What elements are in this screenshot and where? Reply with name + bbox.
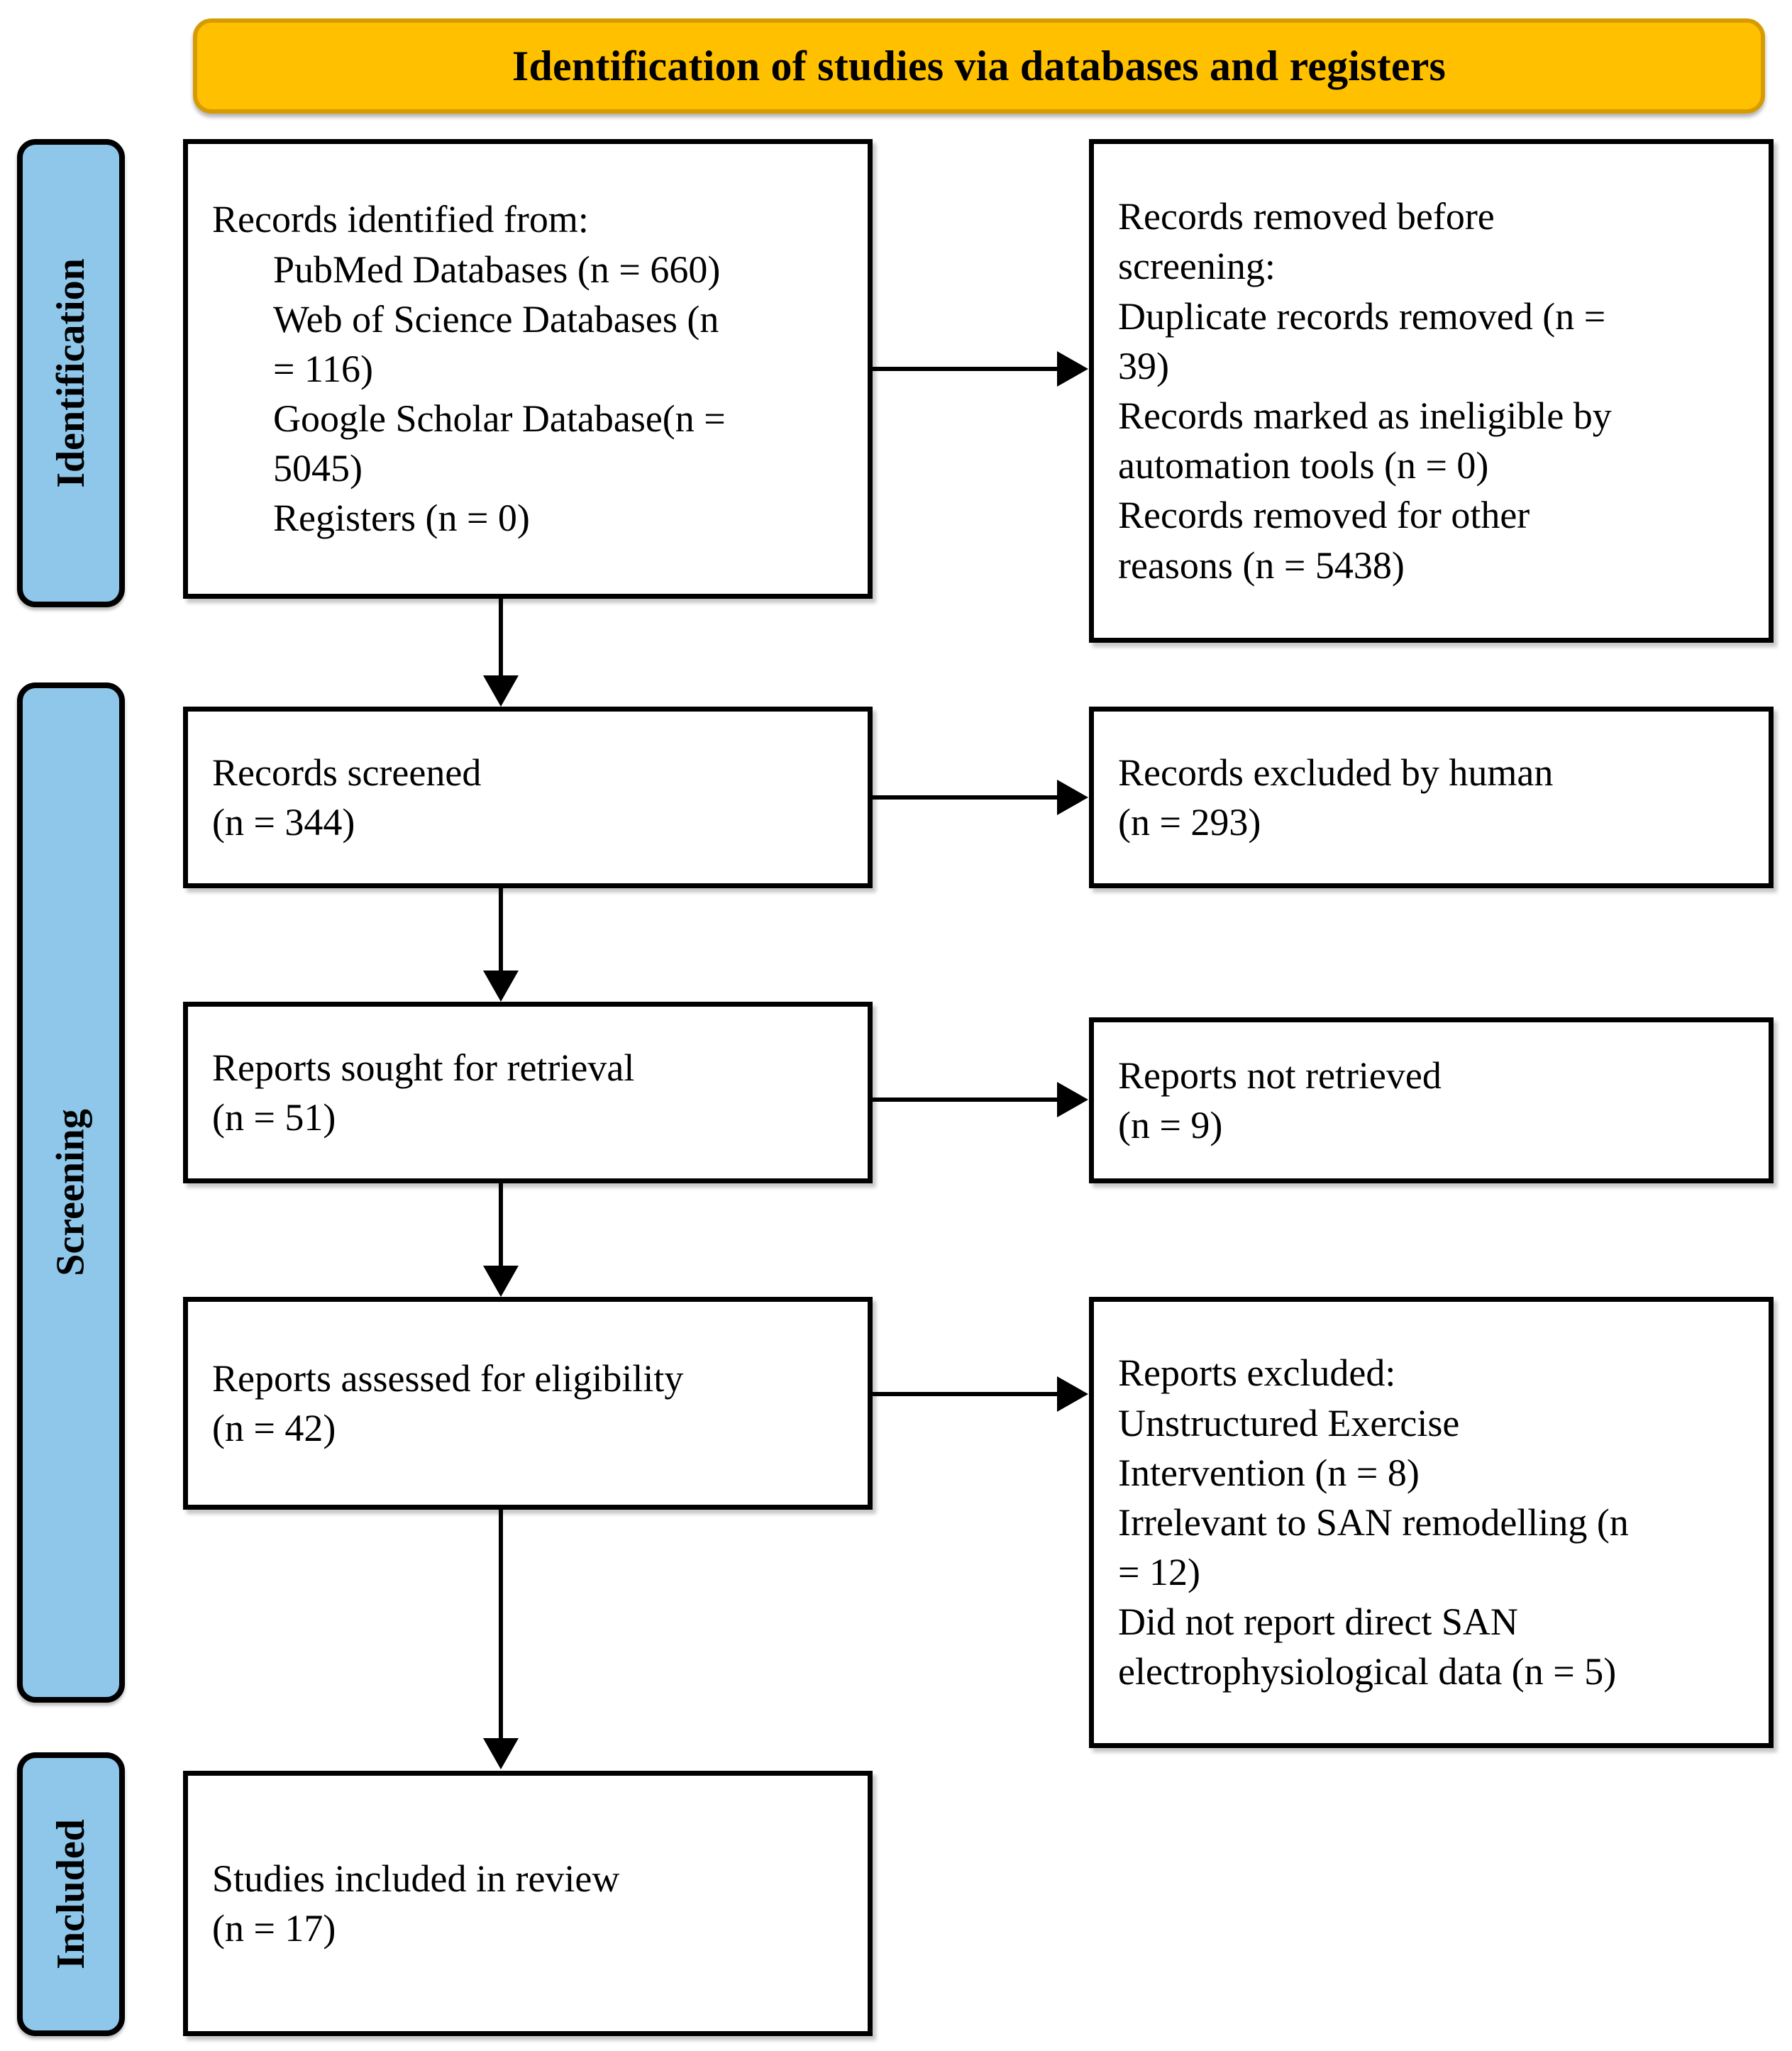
node-line: = 12) bbox=[1118, 1551, 1200, 1594]
node-line: Records removed before bbox=[1118, 195, 1495, 238]
node-records-excluded-by-human: Records excluded by human (n = 293) bbox=[1089, 707, 1774, 888]
node-reports-not-retrieved: Reports not retrieved (n = 9) bbox=[1089, 1017, 1774, 1183]
stage-label-identification: Identification bbox=[17, 139, 125, 607]
node-line: automation tools (n = 0) bbox=[1118, 444, 1489, 487]
arrowhead-screened-to-excluded bbox=[1057, 780, 1088, 815]
node-line: Did not report direct SAN bbox=[1118, 1601, 1518, 1644]
arrowhead-sought-to-not-retrieved bbox=[1057, 1082, 1088, 1117]
node-records-removed-before-screening: Records removed before screening: Duplic… bbox=[1089, 139, 1774, 643]
node-reports-assessed-for-eligibility: Reports assessed for eligibility (n = 42… bbox=[183, 1297, 873, 1510]
node-line: electrophysiological data (n = 5) bbox=[1118, 1650, 1617, 1693]
node-line: (n = 293) bbox=[1118, 801, 1261, 844]
node-line: (n = 9) bbox=[1118, 1104, 1223, 1146]
diagram-banner: Identification of studies via databases … bbox=[193, 18, 1765, 114]
node-line: Duplicate records removed (n = bbox=[1118, 294, 1606, 338]
node-line: (n = 17) bbox=[212, 1907, 336, 1950]
node-records-screened: Records screened (n = 344) bbox=[183, 707, 873, 888]
node-line: reasons (n = 5438) bbox=[1118, 543, 1405, 587]
connector-sought-to-not-retrieved bbox=[873, 1098, 1058, 1102]
connector-sought-to-assessed bbox=[499, 1183, 503, 1270]
connector-assessed-to-excluded bbox=[873, 1392, 1058, 1396]
arrowhead-assessed-to-included bbox=[483, 1738, 519, 1769]
banner-title: Identification of studies via databases … bbox=[511, 42, 1447, 89]
connector-identified-to-screened bbox=[499, 599, 503, 680]
connector-identified-to-removed bbox=[873, 367, 1058, 371]
node-records-identified: Records identified from: PubMed Database… bbox=[183, 139, 873, 599]
node-line: Reports not retrieved bbox=[1118, 1054, 1442, 1097]
node-line: Records removed for other bbox=[1118, 494, 1530, 537]
arrowhead-identified-to-screened bbox=[483, 675, 519, 707]
node-studies-included-in-review: Studies included in review (n = 17) bbox=[183, 1771, 873, 2036]
node-line: (n = 51) bbox=[212, 1096, 336, 1139]
node-line: Records marked as ineligible by bbox=[1118, 394, 1612, 437]
node-line: Studies included in review bbox=[212, 1857, 620, 1900]
node-line: Reports assessed for eligibility bbox=[212, 1356, 684, 1400]
node-line: 39) bbox=[1118, 344, 1169, 387]
node-line: PubMed Databases (n = 660) bbox=[273, 248, 721, 291]
node-line: Web of Science Databases (n bbox=[273, 297, 719, 341]
node-line: Reports sought for retrieval bbox=[212, 1046, 635, 1089]
node-line: Google Scholar Database(n = bbox=[273, 397, 726, 441]
stage-label-screening-text: Screening bbox=[49, 1109, 93, 1276]
node-line: Records identified from: bbox=[212, 198, 589, 241]
stage-label-identification-text: Identification bbox=[49, 258, 93, 488]
node-line: Unstructured Exercise bbox=[1118, 1401, 1460, 1444]
node-line: (n = 344) bbox=[212, 801, 355, 844]
node-line: Records screened bbox=[212, 751, 482, 794]
node-reports-sought-for-retrieval: Reports sought for retrieval (n = 51) bbox=[183, 1002, 873, 1183]
node-line: Records excluded by human bbox=[1118, 751, 1554, 794]
node-line: = 116) bbox=[273, 347, 373, 390]
node-line: Intervention (n = 8) bbox=[1118, 1451, 1420, 1494]
connector-screened-to-sought bbox=[499, 888, 503, 975]
node-line: 5045) bbox=[273, 447, 363, 490]
connector-assessed-to-included bbox=[499, 1510, 503, 1744]
node-line: Irrelevant to SAN remodelling (n bbox=[1118, 1500, 1629, 1544]
node-line: screening: bbox=[1118, 245, 1276, 288]
arrowhead-sought-to-assessed bbox=[483, 1266, 519, 1297]
arrowhead-identified-to-removed bbox=[1057, 351, 1088, 387]
arrowhead-screened-to-sought bbox=[483, 971, 519, 1002]
node-reports-excluded: Reports excluded: Unstructured Exercise … bbox=[1089, 1297, 1774, 1748]
node-line: (n = 42) bbox=[212, 1407, 336, 1449]
connector-screened-to-excluded bbox=[873, 795, 1058, 800]
arrowhead-assessed-to-excluded bbox=[1057, 1376, 1088, 1412]
stage-label-included: Included bbox=[17, 1752, 125, 2036]
node-line: Registers (n = 0) bbox=[273, 497, 530, 540]
node-line: Reports excluded: bbox=[1118, 1351, 1396, 1395]
stage-label-screening: Screening bbox=[17, 682, 125, 1703]
stage-label-included-text: Included bbox=[49, 1819, 94, 1969]
